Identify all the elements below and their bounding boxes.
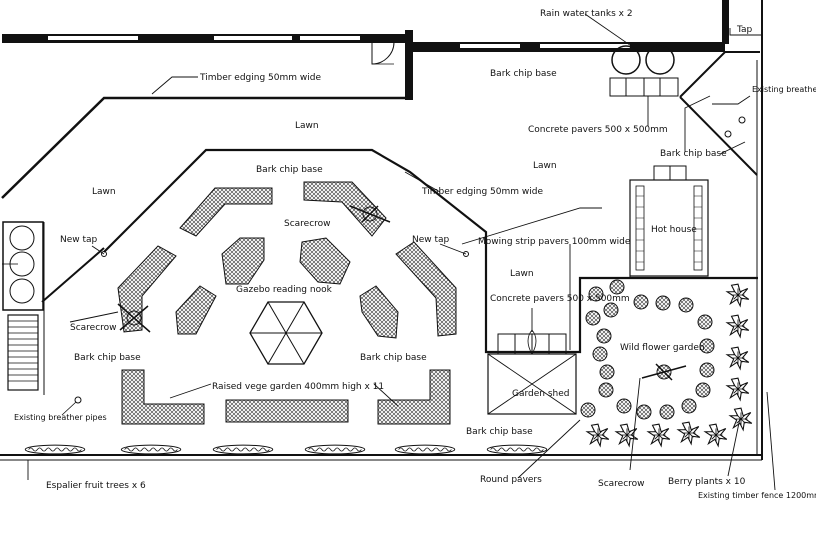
label-existing-fence: Existing timber fence 1200mm high bbox=[698, 491, 816, 500]
label-round-pavers: Round pavers bbox=[480, 475, 542, 485]
label-breather-pipes-left: Existing breather pipes bbox=[14, 413, 107, 422]
label-scarecrow-top: Scarecrow bbox=[284, 219, 331, 229]
label-bark-chip-top: Bark chip base bbox=[490, 69, 557, 79]
label-lawn-right: Lawn bbox=[533, 161, 557, 171]
new-tap-right-marker bbox=[463, 251, 469, 257]
label-concrete-pavers-shed: Concrete pavers 500 x 500mm bbox=[490, 294, 630, 304]
label-tap: Tap bbox=[736, 25, 753, 35]
raised-vege-beds bbox=[117, 181, 457, 425]
label-bark-chip-inner: Bark chip base bbox=[256, 165, 323, 175]
lawn-edge-right bbox=[679, 51, 760, 176]
label-wild-flower-garden: Wild flower garden bbox=[620, 343, 705, 353]
scarecrow-top bbox=[349, 205, 391, 223]
label-gazebo: Gazebo reading nook bbox=[236, 285, 333, 295]
label-bark-chip-right: Bark chip base bbox=[660, 149, 727, 159]
label-bark-chip-center: Bark chip base bbox=[360, 353, 427, 363]
hot-house bbox=[629, 165, 709, 277]
label-hot-house: Hot house bbox=[651, 225, 697, 235]
label-timber-edging-top: Timber edging 50mm wide bbox=[199, 73, 321, 83]
house-wall bbox=[2, 0, 729, 100]
breather-pipe-left bbox=[74, 396, 82, 404]
leader-lines bbox=[27, 13, 776, 491]
label-bark-chip-bottom: Bark chip base bbox=[466, 427, 533, 437]
timber-edging-outer bbox=[1, 96, 410, 199]
label-new-tap-left: New tap bbox=[60, 235, 98, 245]
label-mowing-strip: Mowing strip pavers 100mm wide bbox=[478, 237, 631, 247]
label-raised-vege-garden: Raised vege garden 400mm high x 11 bbox=[212, 382, 384, 392]
label-lawn-center: Lawn bbox=[510, 269, 534, 279]
garden-shed bbox=[487, 329, 577, 415]
label-garden-shed: Garden shed bbox=[512, 389, 570, 399]
round-pavers bbox=[580, 279, 715, 420]
scarecrow-left bbox=[117, 303, 151, 333]
label-rain-water-tanks: Rain water tanks x 2 bbox=[540, 9, 633, 19]
label-lawn-top: Lawn bbox=[295, 121, 319, 131]
steps bbox=[7, 222, 45, 395]
label-breather-pipes-right: Existing breather pipes bbox=[752, 85, 816, 94]
label-berry-plants: Berry plants x 10 bbox=[668, 477, 746, 487]
label-bark-chip-left: Bark chip base bbox=[74, 353, 141, 363]
label-espalier: Espalier fruit trees x 6 bbox=[46, 481, 146, 491]
breather-pipe-right-1 bbox=[724, 130, 732, 138]
label-timber-edging-mid: Timber edging 50mm wide bbox=[421, 187, 543, 197]
left-water-tanks bbox=[2, 221, 44, 311]
gazebo bbox=[249, 301, 323, 365]
label-lawn-left: Lawn bbox=[92, 187, 116, 197]
new-tap-left-marker bbox=[101, 251, 107, 257]
lawn-edge-left bbox=[41, 247, 105, 303]
label-new-tap-right: New tap bbox=[412, 235, 450, 245]
boundary-fence bbox=[0, 0, 763, 461]
rain-water-tanks bbox=[609, 45, 679, 97]
label-concrete-pavers-top: Concrete pavers 500 x 500mm bbox=[528, 125, 668, 135]
timber-edging-inner bbox=[103, 148, 758, 354]
breather-pipe-right-2 bbox=[738, 116, 746, 124]
scarecrow-right bbox=[641, 363, 687, 381]
label-scarecrow-bottom: Scarecrow bbox=[598, 479, 645, 489]
label-scarecrow-left: Scarecrow bbox=[70, 323, 117, 333]
espalier-fruit-trees bbox=[24, 444, 548, 455]
